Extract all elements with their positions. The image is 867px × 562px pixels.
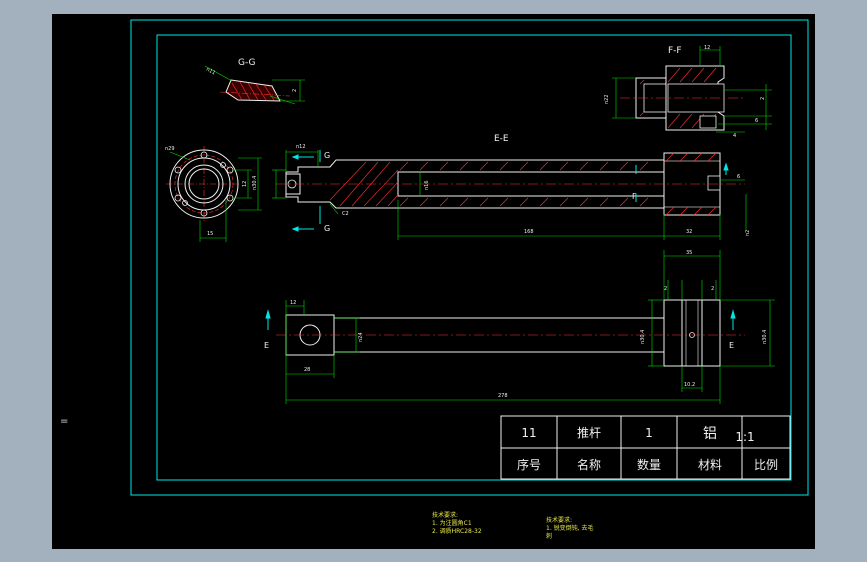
dim-ov-2b: 2: [711, 286, 714, 292]
dim-right-dia: n30.4: [762, 330, 768, 344]
dim-pin2: 12: [290, 300, 296, 306]
notes-right: 技术要求: 1. 锐变倒钝, 去毛 刺: [546, 517, 593, 541]
tb-qty-label: 数量: [637, 457, 661, 472]
dim-head-w: 35: [686, 250, 692, 256]
tb-material-value: 铝: [703, 426, 717, 442]
title-block: [500, 415, 791, 480]
notes-left-line2: 2. 调质HRC28-32: [432, 528, 482, 535]
tb-no-label: 序号: [517, 457, 541, 472]
notes-right-title: 技术要求:: [546, 517, 573, 524]
dim-rod-dia: n24: [358, 332, 364, 342]
dim-ff-12: 12: [704, 45, 710, 51]
dim-slot-top: n12: [296, 144, 306, 150]
section-gg: G-G n11 2: [204, 58, 305, 105]
inner-border: [156, 34, 792, 481]
dim-n29: n29: [165, 146, 175, 152]
notes-left-line1: 1. 为注圆角C1: [432, 520, 472, 527]
tb-material-label: 材料: [698, 458, 722, 472]
tb-scale-label: 比例: [754, 458, 778, 472]
dim-ee-6: 6: [737, 174, 740, 180]
dim-left-dia: n30.4: [252, 176, 258, 190]
dim-bore-dia: n16: [424, 180, 430, 190]
dim-15: 15: [207, 231, 213, 237]
dim-head-len: 32: [686, 229, 692, 235]
section-ff: F-F 12 n22 2 4 6: [604, 45, 772, 139]
notes-left-title: 技术要求:: [432, 512, 459, 519]
dim-n11: n11: [205, 67, 216, 77]
title-block-text: 11 推杆 1 铝 1:1 序号 名称 数量 材料 比例: [517, 426, 778, 472]
dim-ee-n2: n2: [745, 230, 751, 236]
dim-pin: 28: [304, 367, 310, 373]
dim-ff-2: 2: [760, 97, 766, 100]
notes-right-line1: 1. 锐变倒钝, 去毛: [546, 525, 594, 532]
tb-name-label: 名称: [577, 457, 601, 472]
notes-right-line2: 刺: [546, 533, 553, 540]
cut-e-left: E: [264, 341, 269, 350]
dim-c2: C2: [342, 211, 349, 217]
label-gg: G-G: [238, 58, 256, 68]
cut-g-top: G: [324, 151, 330, 160]
dim-ff-6: 6: [755, 118, 758, 124]
side-mark: =: [60, 416, 69, 427]
dim-ov-2a: 2: [664, 286, 667, 292]
tb-no-value: 11: [521, 426, 536, 440]
dim-left-12: 12: [242, 181, 248, 187]
end-view-circle: n29 15 n30.4 12: [165, 146, 262, 242]
cut-g-bottom: G: [324, 224, 330, 233]
dim-bore-len: 168: [524, 229, 534, 235]
label-ee: E-E: [494, 134, 509, 144]
label-ff: F-F: [668, 46, 682, 56]
dim-total-len: 278: [498, 393, 508, 399]
dim-10-2: 10.2: [684, 382, 695, 388]
cut-e-right: E: [729, 341, 734, 350]
tb-qty-value: 1: [645, 426, 653, 440]
notes-left: 技术要求: 1. 为注圆角C1 2. 调质HRC28-32: [432, 512, 482, 536]
outer-border: [130, 19, 809, 496]
dim-ff-4: 4: [733, 133, 736, 139]
section-ee: E-E: [272, 134, 751, 240]
dim-ff-n22: n22: [604, 94, 610, 104]
dim-gg-2: 2: [292, 89, 298, 92]
tb-scale-value: 1:1: [735, 430, 754, 444]
outside-view: E E: [264, 250, 775, 404]
tb-name-value: 推杆: [577, 426, 601, 440]
dim-flange-dia: n30.4: [640, 330, 646, 344]
cut-f: F: [632, 192, 637, 201]
